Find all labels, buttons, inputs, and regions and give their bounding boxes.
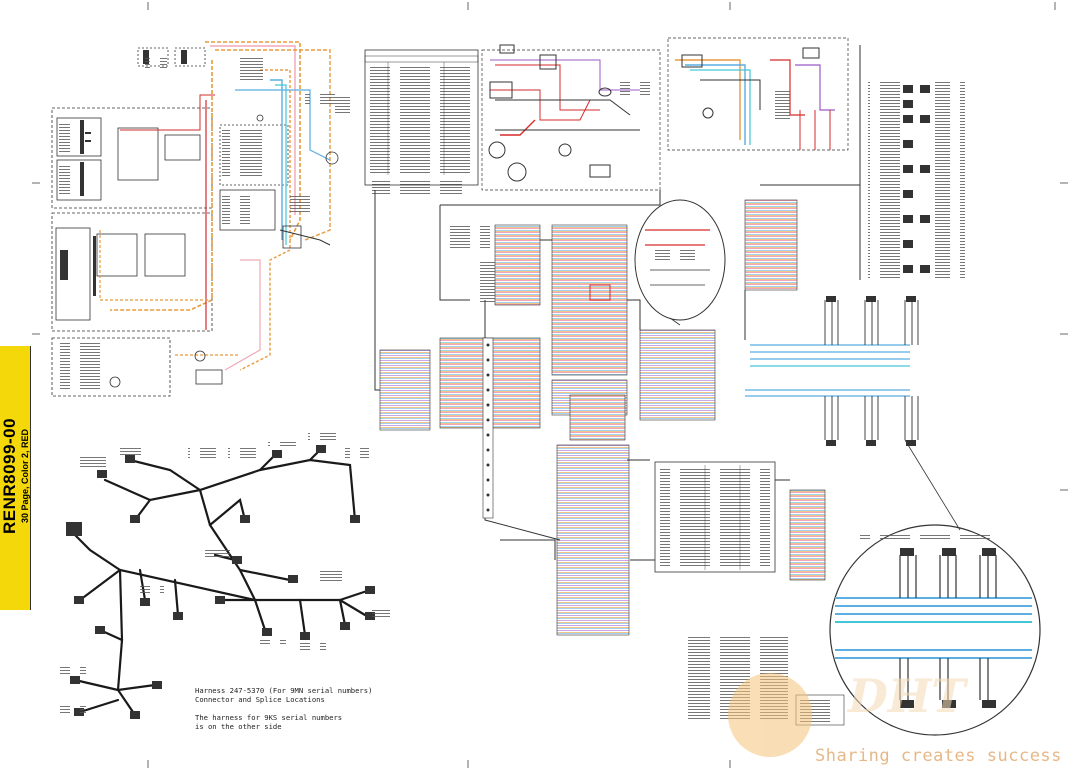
sensor-section bbox=[667, 37, 861, 280]
detail-magnifier-right bbox=[829, 439, 1041, 736]
engine-section bbox=[481, 44, 661, 191]
detail-magnifier-center bbox=[634, 199, 726, 326]
caption-line4: is on the other side bbox=[195, 722, 282, 731]
frame-ticks bbox=[32, 2, 1068, 768]
harness-labels bbox=[60, 432, 400, 715]
harness-tree bbox=[73, 448, 372, 717]
document-tab: RENR8099-00 30 Page, Color 2, RED bbox=[0, 346, 31, 610]
label-blocks-left bbox=[59, 58, 355, 390]
caption-line2: Connector and Splice Locations bbox=[195, 695, 325, 704]
document-id: RENR8099-00 bbox=[0, 417, 19, 535]
machine-control-section bbox=[51, 41, 339, 397]
document-subtitle: 30 Page, Color 2, RED bbox=[20, 428, 30, 524]
watermark-text: Sharing creates success bbox=[815, 746, 1062, 766]
right-harness-bundles bbox=[745, 296, 919, 446]
svg-text:DHT: DHT bbox=[846, 669, 969, 723]
harness-caption: Harness 247-5370 (For 9MN serial numbers… bbox=[195, 686, 372, 731]
connector-column-right bbox=[868, 80, 965, 280]
caption-line1: Harness 247-5370 (For 9MN serial numbers… bbox=[195, 686, 373, 695]
connector-tables-center bbox=[379, 199, 826, 636]
parts-table bbox=[364, 49, 479, 194]
caption-line3: The harness for 9KS serial numbers bbox=[195, 713, 343, 722]
dht-logo: DHT bbox=[728, 669, 969, 757]
vertical-connector-bar bbox=[482, 337, 494, 519]
